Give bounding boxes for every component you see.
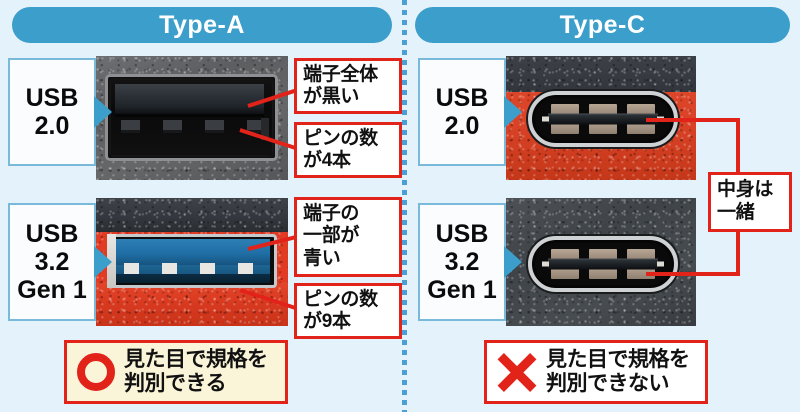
cross-mark-icon [497, 352, 537, 392]
callout-line1: ピンの数 [303, 128, 378, 149]
verdict-can-identify: 見た目で規格を 判別できる [64, 340, 288, 404]
spec-label-usb-3.2-gen1-type-a: USB 3.2 Gen 1 [8, 203, 112, 321]
callout-4-pins: ピンの数 が4本 [294, 122, 402, 178]
arrow-right-icon [94, 246, 112, 278]
callout-line2: が黒い [303, 86, 360, 108]
usb-type-a-3.2-gen1-port-photo [96, 198, 288, 326]
callout-line2: が9本 [303, 311, 351, 333]
callout-partly-blue: 端子の 一部が 青い [294, 197, 402, 277]
spec-label-line3: Gen 1 [427, 276, 497, 304]
leader-line-type-c-2.0 [646, 118, 740, 122]
panel-divider [402, 0, 407, 412]
callout-line1: 中身は [717, 179, 774, 201]
arrow-right-icon [504, 246, 522, 278]
panel-header-type-a: Type-A [12, 7, 392, 43]
spec-label-usb-3.2-gen1-type-c: USB 3.2 Gen 1 [418, 203, 522, 321]
callout-line2: 一部が [303, 225, 360, 247]
callout-same-inside: 中身は 一緒 [708, 172, 792, 232]
spec-label-line2: 2.0 [34, 112, 70, 140]
callout-line2: が4本 [303, 150, 351, 172]
spec-label-usb-2.0-type-c: USB 2.0 [418, 58, 522, 166]
callout-line2: 一緒 [717, 201, 755, 223]
callout-all-black: 端子全体 が黒い [294, 58, 402, 114]
callout-line3: 青い [303, 247, 341, 269]
arrow-right-icon [504, 96, 522, 128]
verdict-line2: 判別できない [546, 372, 669, 395]
verdict-line2: 判別できる [124, 372, 227, 395]
usb-type-c-3.2-gen1-port-photo [506, 198, 696, 326]
spec-label-line1: USB [435, 220, 489, 248]
verdict-line1: 見た目で規格を [546, 347, 690, 371]
spec-label-line3: Gen 1 [17, 276, 87, 304]
spec-label-line1: USB [25, 220, 79, 248]
callout-line1: ピンの数 [303, 289, 378, 310]
panel-header-type-c: Type-C [415, 7, 790, 43]
verdict-line1: 見た目で規格を [124, 347, 268, 371]
callout-line1: 端子全体 [303, 64, 378, 85]
spec-label-line2: 3.2 [444, 248, 480, 276]
callout-9-pins: ピンの数 が9本 [294, 283, 402, 339]
spec-label-line1: USB [435, 84, 489, 112]
arrow-right-icon [94, 96, 112, 128]
circle-mark-icon [77, 353, 115, 391]
callout-line1: 端子の [303, 203, 360, 224]
spec-label-line2: 2.0 [444, 112, 480, 140]
spec-label-line1: USB [25, 84, 79, 112]
spec-label-line2: 3.2 [34, 248, 70, 276]
leader-line-type-c-3.2 [646, 272, 740, 276]
verdict-cannot-identify: 見た目で規格を 判別できない [484, 340, 708, 404]
spec-label-usb-2.0-type-a: USB 2.0 [8, 58, 112, 166]
usb-type-a-2.0-port-photo [96, 56, 288, 180]
